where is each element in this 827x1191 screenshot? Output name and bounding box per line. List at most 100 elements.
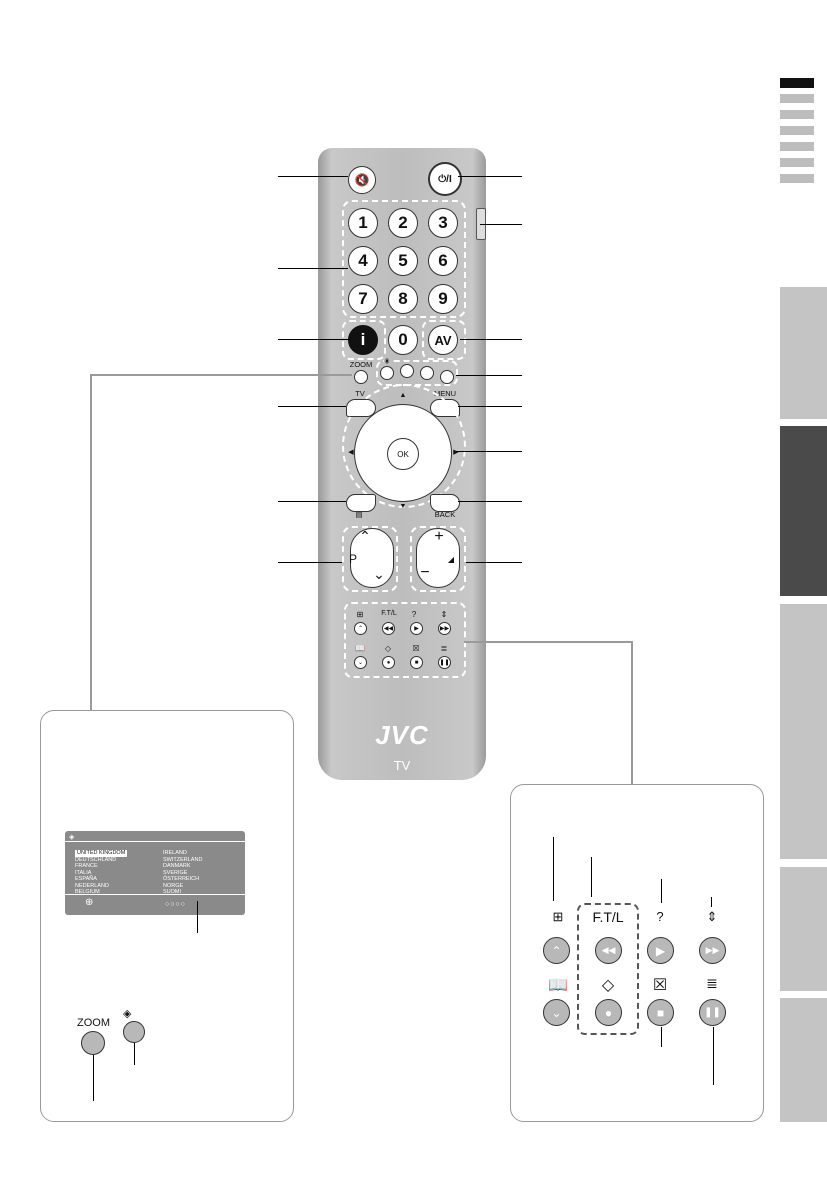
av-button[interactable]: AV [428,325,458,355]
osd-screen: ◈ UNITED KINGDOM DEUTSCHLAND FRANCE ITAL… [65,831,245,915]
callout-line-power [458,176,522,177]
callout-line-channel [278,562,342,563]
country-item[interactable]: FRANCE [75,863,98,869]
subpage-callout [713,1027,714,1085]
channel-down-icon[interactable]: ⌄ [373,566,385,582]
country-item[interactable]: ESPAÑA [75,876,97,882]
country-item[interactable]: IRELAND [163,850,187,856]
zoom-panel-button[interactable] [81,1031,105,1055]
zoom-button-callout [93,1055,94,1101]
number-button-4[interactable]: 4 [348,246,378,276]
info-button[interactable]: i [348,325,378,355]
callout-line-mute [278,176,348,177]
country-item[interactable]: SUOMI [163,889,182,895]
callout-line-switch [480,224,522,225]
panel-record-button[interactable]: ● [595,999,622,1026]
hold-button[interactable]: ⌃ [354,622,367,635]
number-button-1[interactable]: 1 [348,208,378,238]
back-label: BACK [434,510,456,519]
number-button-7[interactable]: 7 [348,284,378,314]
panel-hold-icon: ⊞ [552,909,564,924]
country-item[interactable]: UNITED KINGDOM [75,850,128,857]
screen-mode-callout [134,1043,135,1065]
cancel-callout [661,1027,662,1047]
number-button-6[interactable]: 6 [428,246,458,276]
record-button[interactable]: ● [382,656,395,669]
reveal-icon: ? [411,610,417,619]
ok-button[interactable]: OK [387,438,419,470]
nav-left-arrow-icon[interactable]: ◀ [348,449,354,456]
number-button-5[interactable]: 5 [388,246,418,276]
nav-right-arrow-icon[interactable]: ▶ [453,449,459,456]
chapter-tab-1[interactable] [780,287,827,419]
nav-down-arrow-icon[interactable]: ▼ [399,503,407,510]
number-button-2[interactable]: 2 [388,208,418,238]
panel-pause-button[interactable]: ❚❚ [699,999,726,1026]
volume-icon: ◢ [447,555,455,564]
channel-rocker-area [342,526,398,592]
fast-forward-button[interactable]: ▶▶ [438,622,451,635]
country-item[interactable]: ITALIA [75,869,92,876]
panel-index-button[interactable]: ⌄ [543,999,570,1026]
mute-icon: 🔇 [354,173,370,187]
panel-hold-button[interactable]: ⌃ [543,937,570,964]
chapter-tab-marker-6 [780,158,814,167]
volume-rocker-area [410,526,466,592]
pause-button[interactable]: ❚❚ [438,656,451,669]
green-button[interactable] [400,364,414,378]
mute-button[interactable]: 🔇 [348,166,376,194]
zoom-label: ZOOM [349,360,373,369]
zoom-panel-screen-mode-icon: ◈ [123,1008,132,1020]
country-item[interactable]: BELGIUM [75,889,100,895]
volume-up-icon[interactable]: + [434,528,444,545]
panel-ftl-label: F.T/L [592,909,624,925]
back-button[interactable] [430,494,460,512]
number-button-0[interactable]: 0 [388,325,418,355]
blue-button[interactable] [440,370,454,384]
country-item[interactable]: DEUTSCHLAND [75,856,117,863]
chapter-tab-4[interactable] [780,867,827,991]
teletext-button[interactable] [346,494,376,512]
country-item[interactable]: NORGE [163,882,184,889]
channel-rocker[interactable] [350,528,394,588]
panel-subpage-icon: ≣ [706,975,718,991]
panel-play-button[interactable]: ▶ [647,937,674,964]
power-button[interactable]: ⏻/I [428,162,462,196]
country-item[interactable]: SWITZERLAND [163,856,203,863]
zoom-button[interactable] [354,370,368,384]
play-button[interactable]: ▶ [410,622,423,635]
channel-up-icon[interactable]: ⌃ [359,528,371,544]
country-item[interactable]: DANMARK [163,863,191,869]
volume-down-icon[interactable]: − [420,564,430,581]
chapter-tab-marker-7 [780,174,814,183]
panel-rewind-button[interactable]: ◀◀ [595,937,622,964]
osd-title-icon: ◈ [69,834,75,841]
chapter-tab-5[interactable] [780,998,827,1122]
index-button[interactable]: ⌄ [354,656,367,669]
zoom-panel-screen-mode-button[interactable] [123,1021,145,1043]
navigation-area [342,384,466,508]
yellow-button[interactable] [420,366,434,380]
number-button-3[interactable]: 3 [428,208,458,238]
panel-stop-button[interactable]: ■ [647,999,674,1026]
teletext-connector-h [464,641,632,643]
callout-line-info [278,339,350,340]
country-item[interactable]: NEDERLAND [75,882,109,889]
panel-fast-forward-button[interactable]: ▶▶ [699,937,726,964]
tv-label: TV [355,389,365,398]
volume-rocker[interactable] [416,528,460,588]
country-item[interactable]: ÖSTERREICH [163,876,200,882]
country-item[interactable]: SVERIGE [163,869,188,876]
panel-index-icon: 📖 [548,977,568,994]
rewind-button[interactable]: ◀◀ [382,622,395,635]
osd-footer-bar [65,894,245,895]
nav-up-arrow-icon[interactable]: ▲ [399,392,407,399]
chapter-tab-2-active[interactable] [780,426,827,596]
number-button-9[interactable]: 9 [428,284,458,314]
red-button[interactable] [380,366,394,380]
chapter-tab-3[interactable] [780,604,827,859]
panel-diamond-icon: ◇ [601,977,615,994]
number-button-8[interactable]: 8 [388,284,418,314]
av-button-area [422,320,466,360]
stop-button[interactable]: ■ [410,656,423,669]
